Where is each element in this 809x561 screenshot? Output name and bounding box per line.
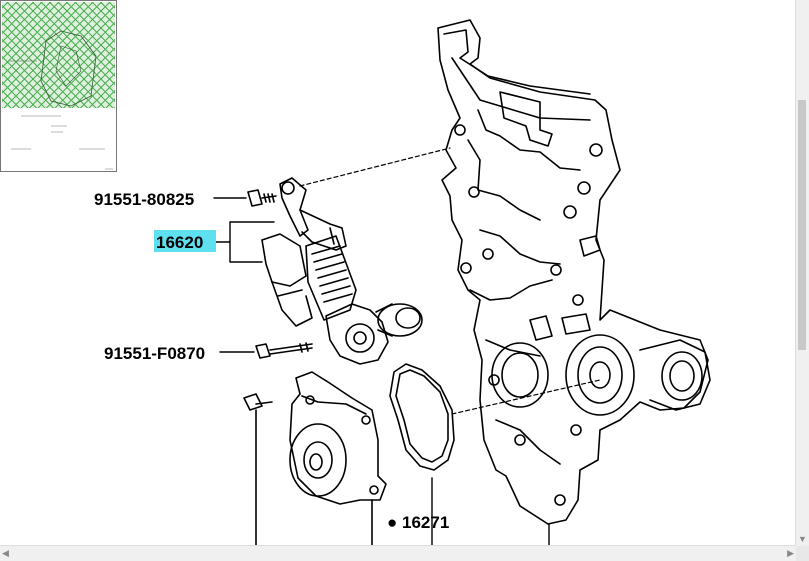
scroll-thumb[interactable]: [798, 100, 806, 350]
scroll-left-icon[interactable]: ◀: [2, 548, 9, 558]
horizontal-scrollbar[interactable]: ◀ ▶: [0, 545, 796, 561]
part-number-label: 91551-F0870: [104, 344, 205, 363]
overview-sketch: [9, 30, 113, 170]
scroll-down-icon[interactable]: ▼: [798, 534, 807, 544]
v-ribbed-belt-tensioner[interactable]: [261, 177, 423, 365]
scroll-right-icon[interactable]: ▶: [787, 548, 794, 558]
bolt-91551-80825[interactable]: [247, 189, 277, 207]
gasket-marker: ●: [387, 513, 397, 532]
part-number-label: 16620: [156, 233, 203, 252]
water-pump[interactable]: [289, 371, 387, 547]
connection-lines: [299, 147, 601, 415]
part-number-label: 91551-80825: [94, 190, 194, 209]
water-pump-gasket[interactable]: [389, 363, 455, 471]
bolt-lower[interactable]: [243, 393, 273, 547]
callout-91551-F0870[interactable]: 91551-F0870: [104, 344, 205, 363]
leader-lines: [213, 197, 550, 547]
timing-chain-cover[interactable]: [437, 19, 711, 525]
callout-16620[interactable]: 16620: [154, 230, 216, 252]
overview-thumbnail[interactable]: [0, 0, 117, 172]
part-number-label: 16271: [402, 513, 449, 532]
callout-91551-80825[interactable]: 91551-80825: [94, 190, 194, 209]
callout-16271[interactable]: ● 16271: [387, 513, 449, 532]
scrollbar-corner: [796, 546, 809, 561]
overview-grid: [2, 2, 115, 108]
highlight-box: [154, 230, 216, 252]
vertical-scrollbar[interactable]: ▼: [795, 0, 809, 546]
bolt-91551-F0870[interactable]: [255, 342, 313, 359]
